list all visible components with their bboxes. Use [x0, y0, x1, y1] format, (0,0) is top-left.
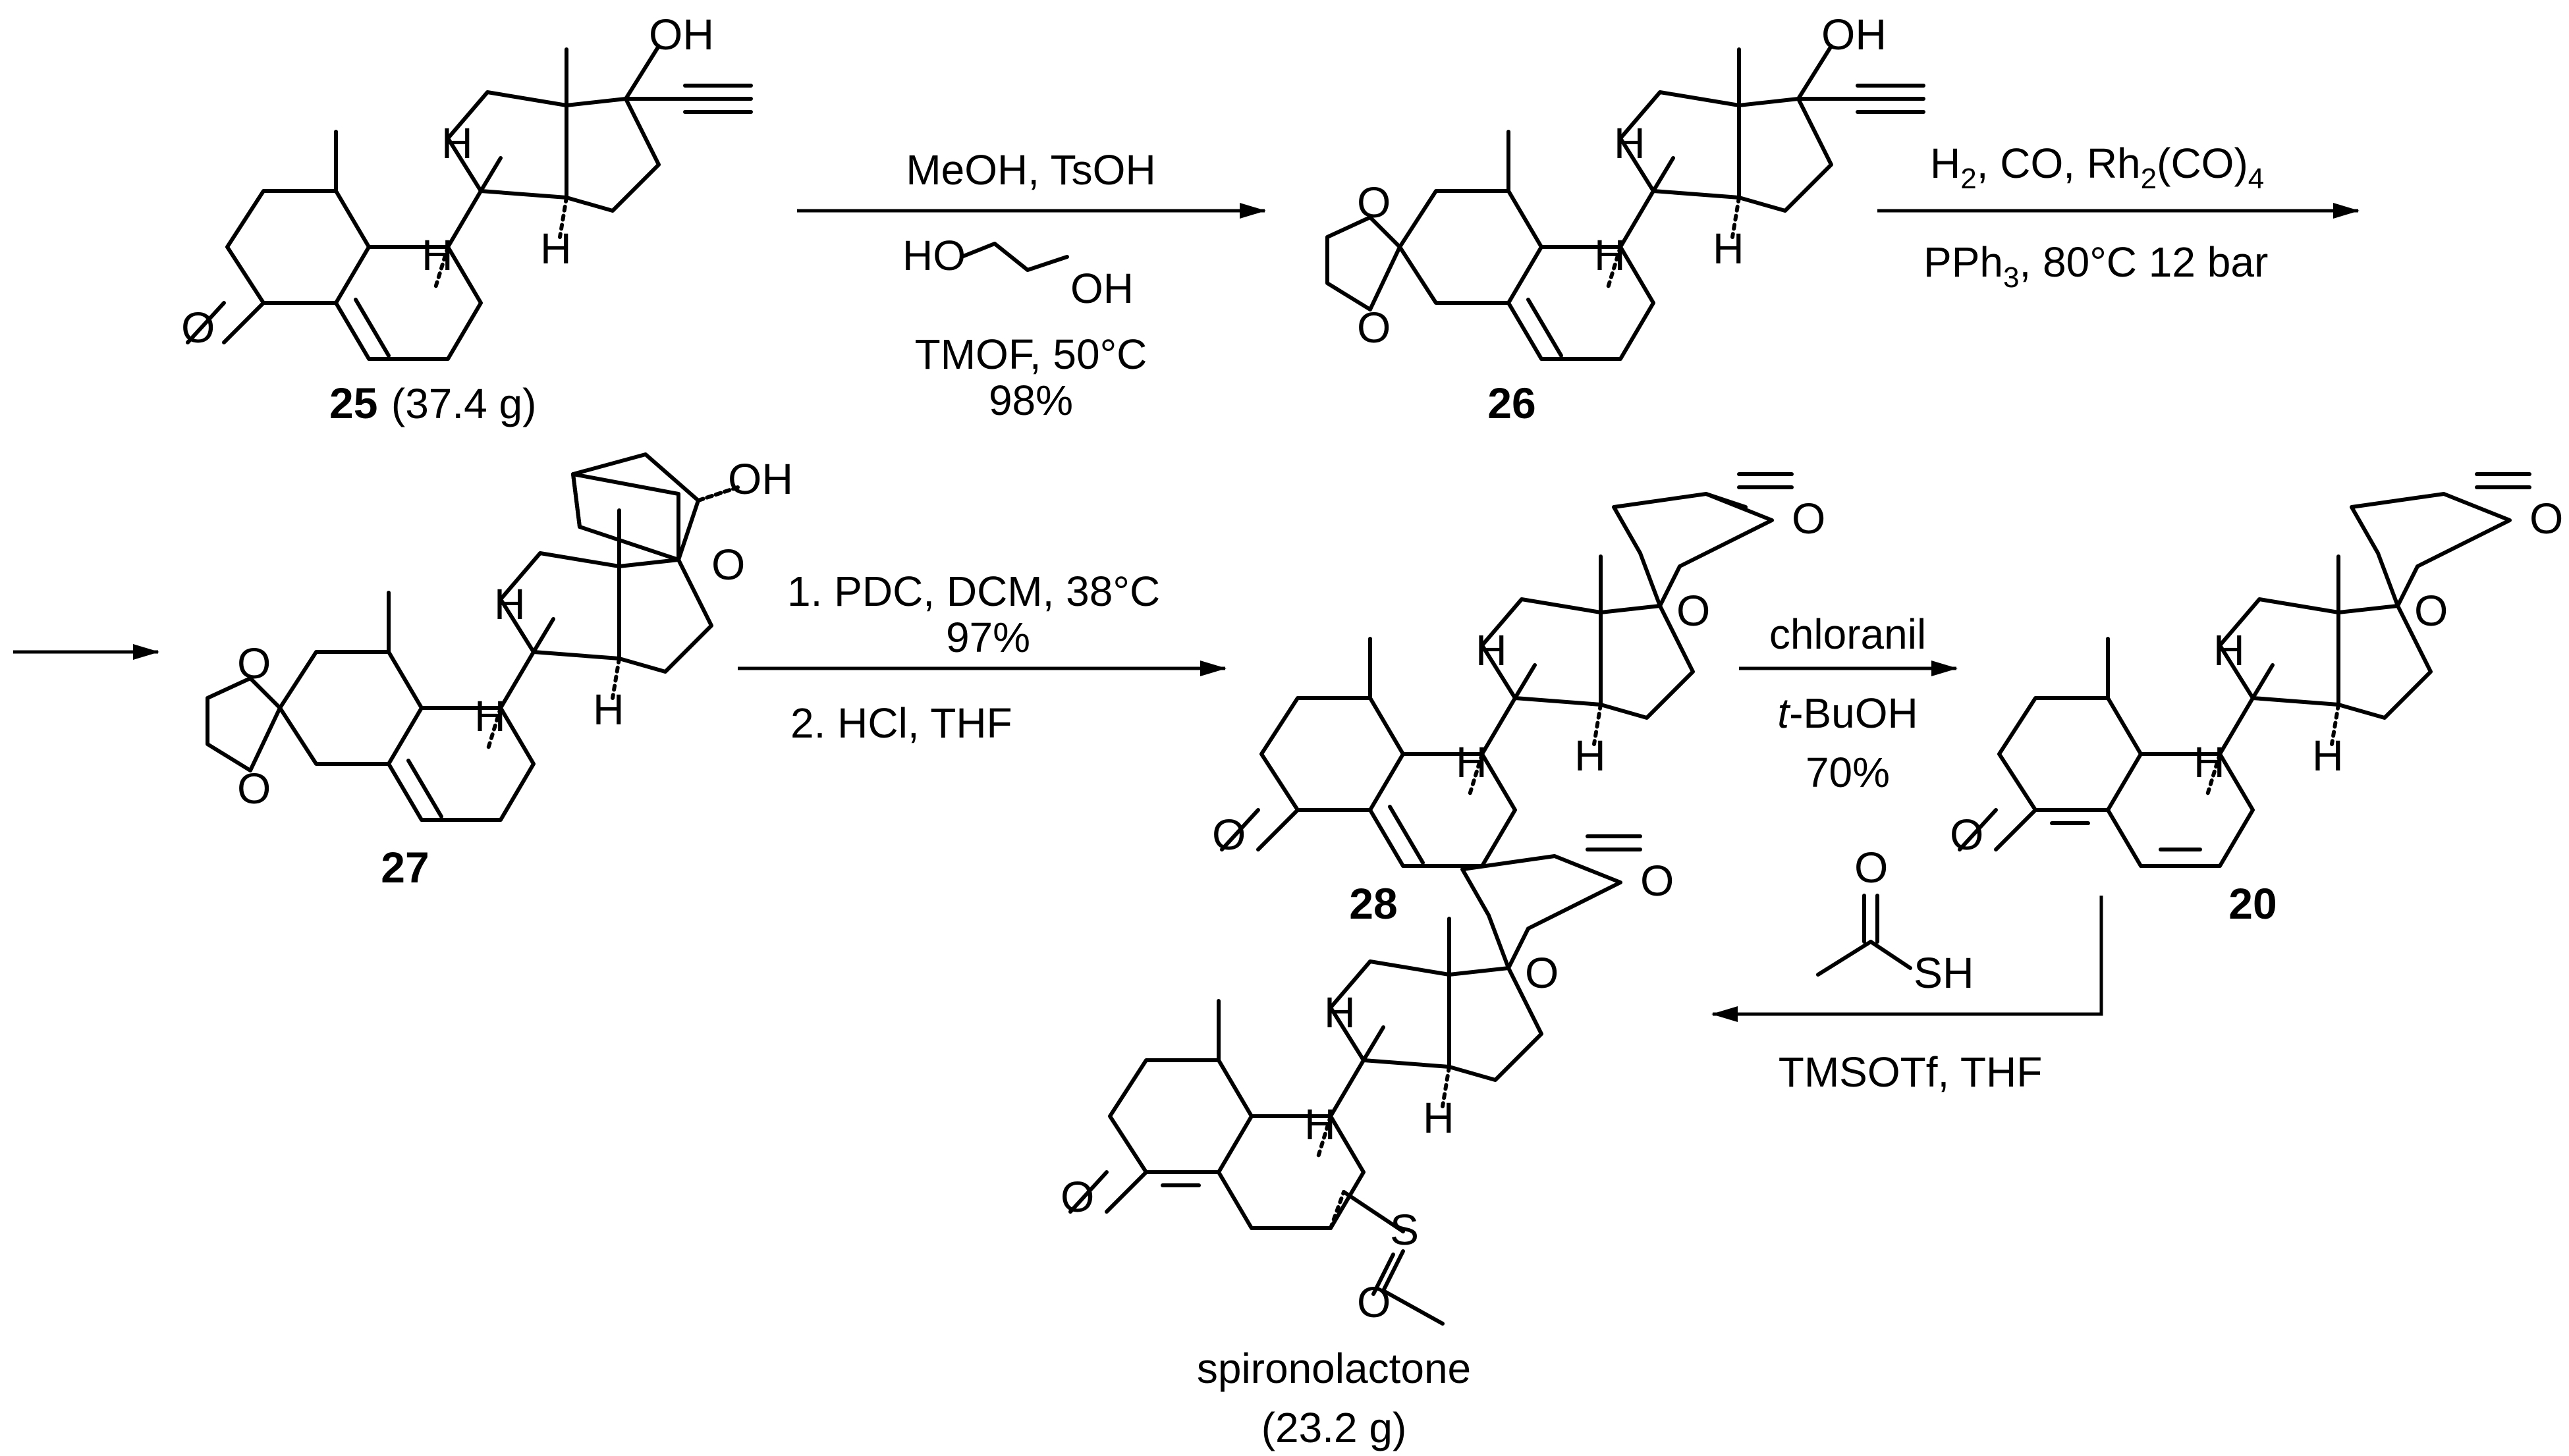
compound-26: OH O O H H H 26 [1325, 10, 1925, 427]
h-label: H [474, 691, 506, 740]
step-2-gas-catalyst: H2, CO, Rh2(CO)4 [1930, 140, 2264, 195]
lactone-carbonyl-oxygen: O [1792, 494, 1825, 543]
compound-20-label: 20 [2228, 879, 2277, 928]
ketone-oxygen-label: O [1061, 1172, 1094, 1221]
lactone-carbonyl-oxygen: O [2529, 494, 2563, 543]
h-label: H [1304, 1100, 1336, 1148]
step-1-reagents: MeOH, TsOH [906, 146, 1155, 194]
step-3-deprotection: 2. HCl, THF [790, 699, 1012, 747]
ring-oxygen-label: O [711, 540, 745, 589]
spironolactone-name: spironolactone [1197, 1345, 1471, 1392]
h-label: H [1574, 731, 1606, 780]
step-2: H2, CO, Rh2(CO)4 PPh3, 80°C 12 bar [1877, 140, 2360, 294]
ketal-oxygen-label: O [1357, 303, 1391, 352]
h-label: H [2312, 731, 2344, 780]
ketone-oxygen-label: O [1212, 810, 1246, 859]
ketal-oxygen-label: O [237, 639, 271, 688]
lactol-hydroxyl-label: OH [728, 454, 793, 503]
thiol-label: SH [1914, 948, 1974, 997]
compound-25: OH O H H H 25 (37.4 g) [181, 10, 753, 427]
h-label: H [2213, 626, 2245, 674]
thio-carbonyl-oxygen: O [1854, 843, 1888, 892]
step-1: MeOH, TsOH HO OH TMOF, 50°C 98% [797, 146, 1266, 424]
ketone-oxygen-label: O [1950, 810, 1983, 859]
compound-20: O O O H H H 20 [1950, 472, 2563, 928]
thioacetic-acid-structure: O SH [1816, 843, 1974, 997]
h-label: H [1456, 738, 1487, 786]
h-label: H [1476, 626, 1507, 674]
h-label: H [441, 119, 473, 167]
hydroxyl-label: OH [1821, 10, 1887, 59]
compound-28: O O O H H H 28 [1212, 472, 1825, 928]
ketal-oxygen-label: O [237, 764, 271, 813]
lactone-ring-oxygen: O [2414, 586, 2448, 635]
h-label: H [540, 224, 572, 273]
step-3: 1. PDC, DCM, 38°C 97% 2. HCl, THF [738, 568, 1227, 747]
glycol-left-hydroxyl: HO [902, 232, 966, 279]
spironolactone-amount: (23.2 g) [1261, 1404, 1407, 1451]
step-3-oxidation: 1. PDC, DCM, 38°C [787, 568, 1160, 615]
lactone-ring-oxygen: O [1676, 586, 1710, 635]
step-4-solvent: t-BuOH [1777, 689, 1918, 737]
lactone-ring-oxygen: O [1525, 948, 1559, 997]
step-5-reagents: TMSOTf, THF [1779, 1048, 2043, 1096]
ketal-oxygen-label: O [1357, 178, 1391, 227]
hydroxyl-label: OH [649, 10, 714, 59]
compound-spironolactone: O O O S O H H H spironolactone (23.2 g) [1061, 834, 1674, 1451]
h-label: H [593, 685, 624, 734]
step-4: chloranil t-BuOH 70% [1739, 610, 1958, 796]
step-1-yield: 98% [989, 377, 1073, 424]
h-label: H [494, 580, 526, 628]
step-1-solvent-temp: TMOF, 50°C [915, 331, 1147, 378]
h-label: H [1324, 988, 1356, 1037]
glycol-right-hydroxyl: OH [1070, 265, 1134, 312]
step-5: O SH TMSOTf, THF [1711, 843, 2103, 1096]
step-4-yield: 70% [1806, 749, 1890, 796]
sulfur-label: S [1390, 1205, 1419, 1254]
ethylene-glycol-structure: HO OH [902, 232, 1134, 312]
step-3-yield: 97% [946, 614, 1030, 661]
compound-26-label: 26 [1487, 379, 1535, 427]
compound-25-label: 25 (37.4 g) [329, 379, 536, 427]
compound-28-label: 28 [1349, 879, 1397, 928]
ketone-oxygen-label: O [181, 303, 215, 352]
h-label: H [1614, 119, 1645, 167]
h-label: H [422, 230, 453, 279]
h-label: H [1423, 1093, 1454, 1142]
h-label: H [2194, 738, 2225, 786]
lactone-carbonyl-oxygen: O [1640, 856, 1674, 905]
step-2-ligand-conditions: PPh3, 80°C 12 bar [1923, 238, 2268, 294]
thioester-oxygen-label: O [1357, 1278, 1391, 1326]
h-label: H [1594, 230, 1626, 279]
compound-27-label: 27 [381, 843, 429, 892]
step-4-oxidant: chloranil [1769, 610, 1926, 658]
compound-27: OH O O O H H H 27 [206, 452, 793, 892]
h-label: H [1713, 224, 1744, 273]
